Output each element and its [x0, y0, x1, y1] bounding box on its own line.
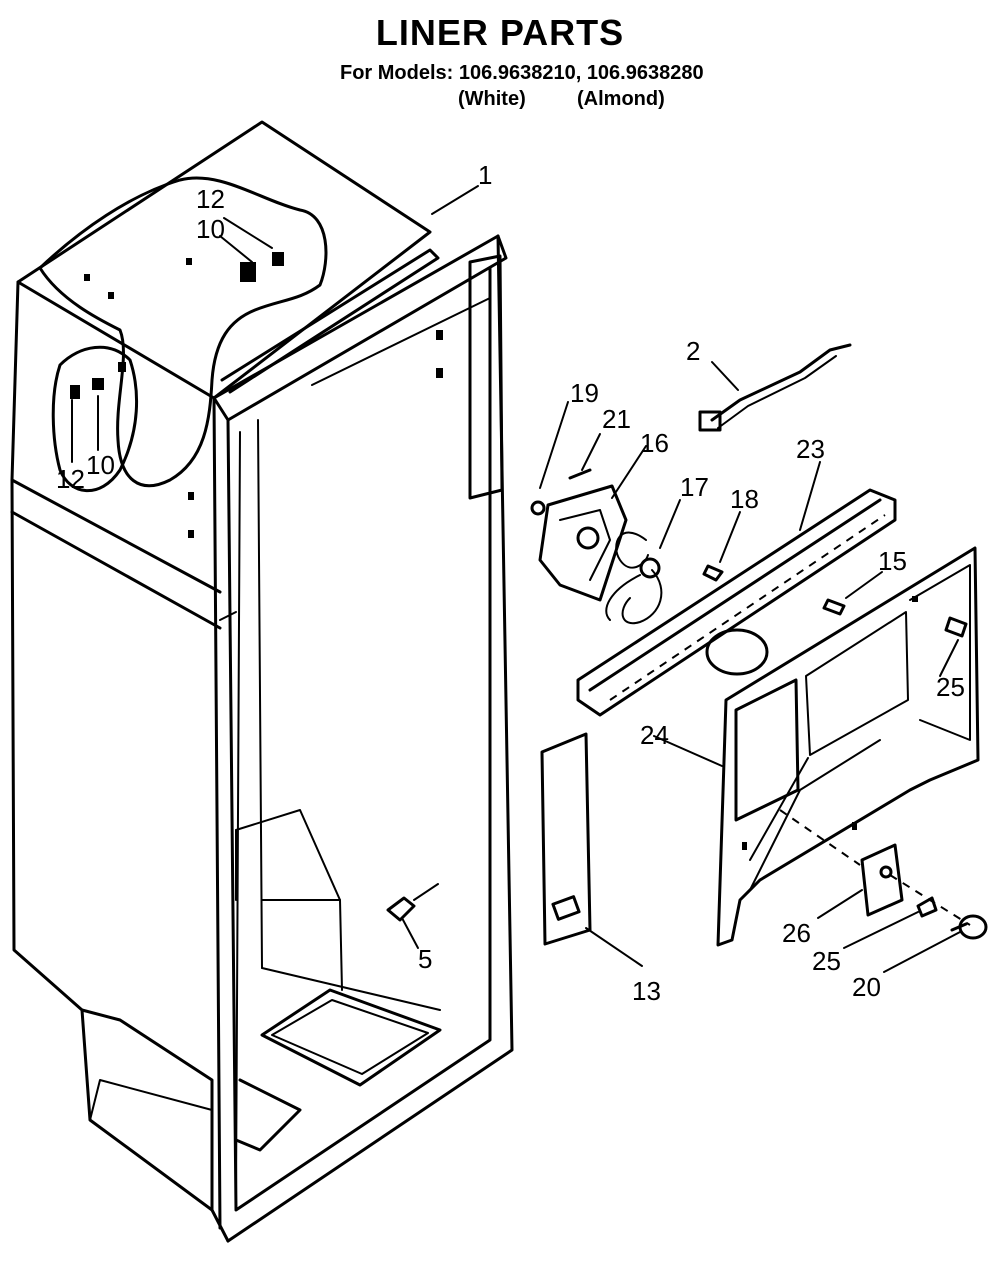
- callout-15: 15: [878, 546, 907, 576]
- liner-cabinet: [10, 120, 514, 1243]
- wire-harness: [698, 343, 852, 432]
- callout-1: 1: [478, 160, 492, 190]
- page-title: LINER PARTS: [375, 12, 625, 53]
- model-number-1: 106.9638210,: [458, 62, 582, 84]
- callout-labels: 1 2 5 10 10 12 12 13 15 16 17 18 19 20 2…: [56, 160, 965, 1006]
- model-color-2: (Almond): [577, 88, 665, 110]
- models-prefix: For Models:: [340, 62, 454, 84]
- callout-23: 23: [796, 434, 825, 464]
- callout-13: 13: [632, 976, 661, 1006]
- callout-26: 26: [782, 918, 811, 948]
- small-parts: [860, 616, 988, 940]
- callout-19: 19: [570, 378, 599, 408]
- callout-17: 17: [680, 472, 709, 502]
- callout-12-side: 12: [56, 464, 85, 494]
- callout-21: 21: [602, 404, 631, 434]
- callout-18: 18: [730, 484, 759, 514]
- baffle-panel: [540, 732, 592, 946]
- fan-motor-bracket: [530, 468, 628, 602]
- evaporator-cover: [716, 546, 980, 947]
- callout-5: 5: [418, 944, 432, 974]
- model-color-1: (White): [458, 88, 526, 110]
- callout-12-top: 12: [196, 184, 225, 214]
- screw-18: [702, 564, 724, 582]
- leader-lines: [71, 185, 961, 973]
- callout-25-bottom: 25: [812, 946, 841, 976]
- callout-20: 20: [852, 972, 881, 1002]
- callout-10-side: 10: [86, 450, 115, 480]
- callout-24: 24: [640, 720, 669, 750]
- callout-16: 16: [640, 428, 669, 458]
- callout-2: 2: [686, 336, 700, 366]
- air-grille: [576, 488, 897, 717]
- callout-10-top: 10: [196, 214, 225, 244]
- fan-blade: [605, 531, 663, 625]
- models-line: For Models: 106.9638210, 106.9638280: [340, 62, 704, 85]
- screw-15: [822, 598, 846, 616]
- model-number-2: 106.9638280: [586, 62, 704, 84]
- callout-25-right: 25: [936, 672, 965, 702]
